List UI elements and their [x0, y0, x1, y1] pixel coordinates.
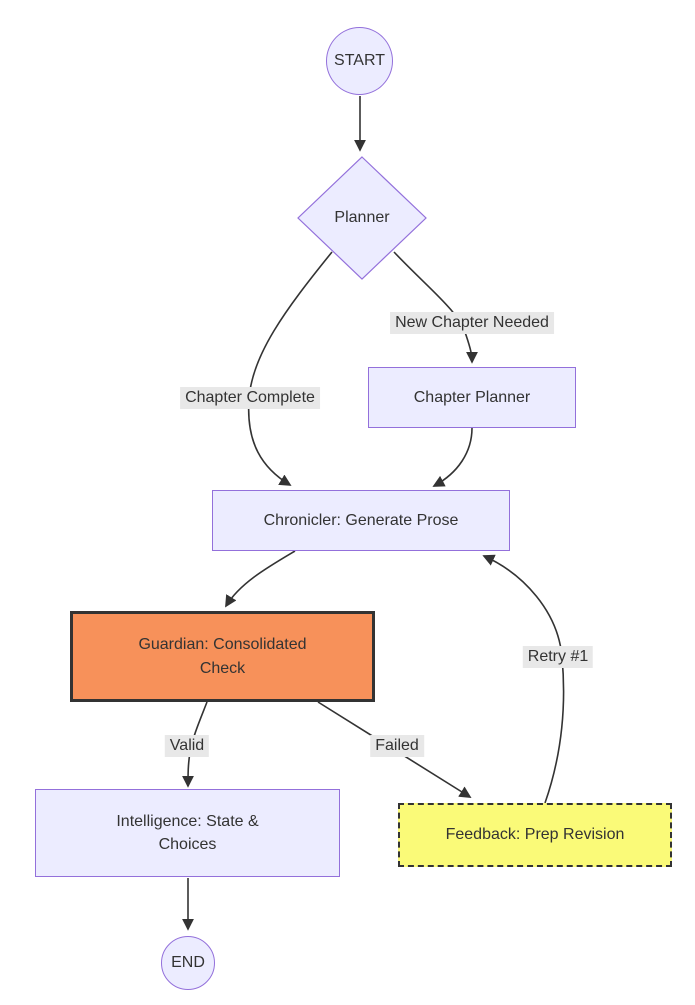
edge-label-new-chapter-needed: New Chapter Needed	[390, 312, 554, 334]
node-planner-diamond	[297, 156, 427, 280]
node-intelligence-label: Intelligence: State & Choices	[116, 812, 259, 853]
node-feedback-label: Feedback: Prep Revision	[445, 826, 625, 843]
node-end-label: END	[171, 954, 205, 971]
node-feedback: Feedback: Prep Revision	[398, 803, 672, 867]
edge-chapterplanner-chronicler	[432, 427, 473, 487]
node-guardian-label: Guardian: Consolidated Check	[138, 636, 307, 677]
edge-feedback-chronicler	[482, 554, 565, 804]
node-planner-label: Planner	[334, 209, 390, 226]
node-intelligence: Intelligence: State & Choices	[35, 789, 340, 877]
node-start-label: START	[334, 52, 385, 69]
edge-planner-chapterplanner	[393, 251, 478, 364]
edge-planner-chronicler	[247, 251, 333, 486]
node-chronicler: Chronicler: Generate Prose	[212, 490, 510, 551]
node-guardian: Guardian: Consolidated Check	[70, 611, 375, 702]
node-start: START	[326, 27, 393, 95]
edge-label-retry: Retry #1	[522, 646, 594, 668]
node-chapter-planner-label: Chapter Planner	[413, 388, 531, 406]
node-end: END	[161, 936, 215, 990]
node-chronicler-label: Chronicler: Generate Prose	[263, 511, 459, 529]
edge-label-chapter-complete: Chapter Complete	[180, 387, 320, 409]
edge-label-valid: Valid	[164, 735, 210, 757]
node-chapter-planner: Chapter Planner	[368, 367, 576, 428]
edge-label-failed: Failed	[370, 735, 424, 757]
edge-chronicler-guardian	[225, 550, 296, 608]
